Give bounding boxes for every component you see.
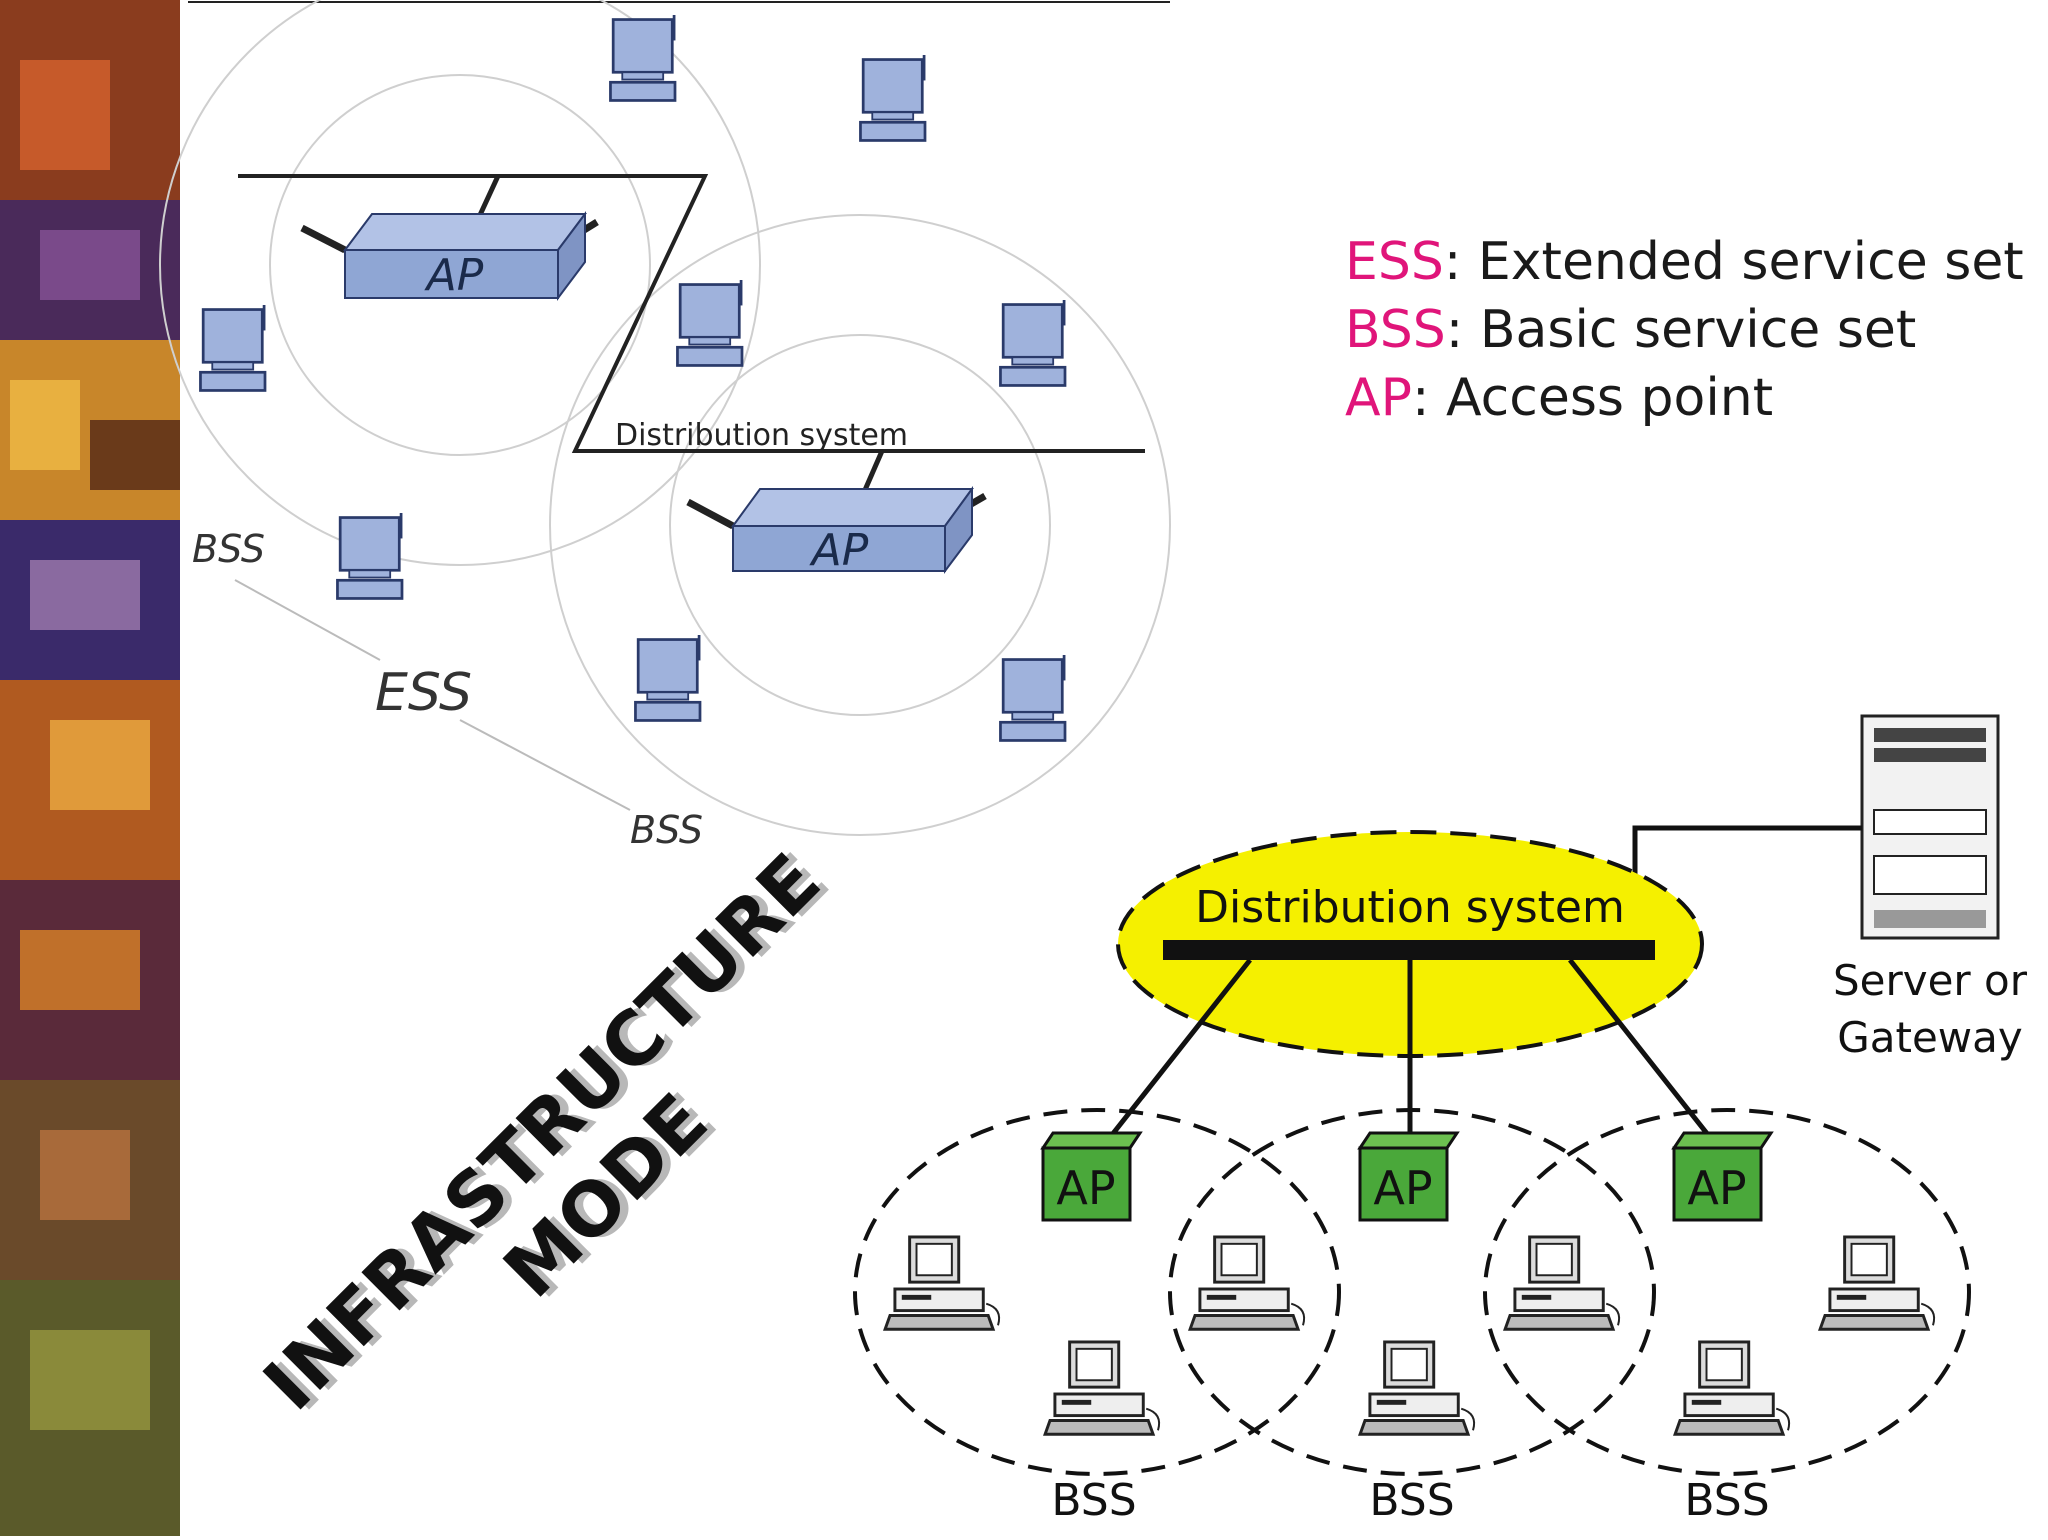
distribution-wire (238, 174, 1145, 453)
ap-box-2: AP (1357, 1131, 1460, 1222)
laptop-icon (633, 635, 702, 722)
legend-abbr: AP (1345, 368, 1412, 428)
bss-label: BSS (192, 527, 265, 571)
legend-abbr: BSS (1345, 300, 1446, 360)
ap-box-3: AP (1671, 1131, 1774, 1222)
ap-box-1: AP (1040, 1131, 1143, 1222)
laptop-icon (998, 655, 1067, 742)
ap-label: AP (1373, 1161, 1432, 1215)
decorative-side-panel (0, 0, 180, 1536)
ap-label: AP (1056, 1161, 1115, 1215)
legend-text: : Basic service set (1445, 300, 1917, 360)
legend-row-bss: BSS: Basic service set (1345, 296, 2024, 364)
server-label: Server or (1833, 956, 2028, 1005)
legend-abbr: ESS (1345, 232, 1444, 292)
desktop-computer-icon (1358, 1340, 1476, 1436)
legend-row-ess: ESS: Extended service set (1345, 228, 2024, 296)
access-point-device: AP (300, 211, 599, 301)
desktop-computer-icon (1818, 1235, 1936, 1331)
bss-label: BSS (1051, 1475, 1136, 1526)
desktop-computer-icon (1673, 1340, 1791, 1436)
server-icon (1860, 714, 2000, 940)
laptop-icon (608, 15, 677, 102)
laptop-icon (858, 55, 927, 142)
ess-label: ESS (375, 663, 472, 723)
legend-row-ap: AP: Access point (1345, 364, 2024, 432)
ap-label: AP (809, 525, 869, 576)
legend-text: : Extended service set (1443, 232, 2024, 292)
top-ess-diagram: AP AP Distribution system BSS ESS BSS (159, 0, 1171, 852)
bss-label: BSS (630, 808, 703, 852)
gateway-label: Gateway (1837, 1013, 2023, 1062)
desktop-computer-icon (883, 1235, 1001, 1331)
desktop-computer-icon (1188, 1235, 1306, 1331)
access-point-device: AP (686, 485, 987, 576)
slide-title: INFRASTRUCTURE INFRASTRUCTURE MODE MODE (248, 838, 846, 1427)
distribution-system-label: Distribution system (615, 418, 908, 453)
desktop-computer-icon (1503, 1235, 1621, 1331)
laptop-icon (998, 300, 1067, 387)
bottom-infrastructure-diagram: Distribution system AP AP AP (853, 714, 2028, 1526)
laptop-icon (198, 305, 267, 392)
laptop-icon (675, 280, 744, 367)
legend: ESS: Extended service set BSS: Basic ser… (1345, 228, 2024, 432)
ap-label: AP (424, 250, 484, 301)
distribution-bus (1163, 940, 1655, 960)
desktop-computer-icon (1043, 1340, 1161, 1436)
distribution-system-label: Distribution system (1195, 882, 1625, 933)
bss-label: BSS (1369, 1475, 1454, 1526)
bss-label: BSS (1684, 1475, 1769, 1526)
ap-label: AP (1687, 1161, 1746, 1215)
legend-text: : Access point (1411, 368, 1774, 428)
title-line-1: INFRASTRUCTURE (248, 838, 837, 1427)
laptop-icon (335, 513, 404, 600)
